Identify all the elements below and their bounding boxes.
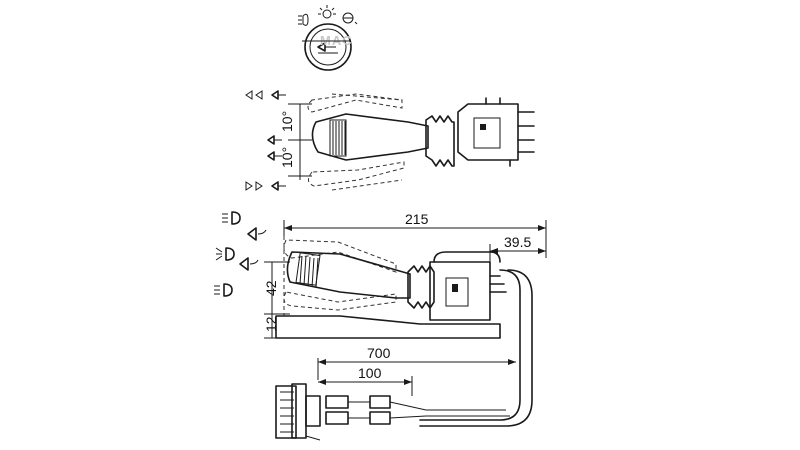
connector-plug [275,383,427,441]
horn-icon [271,90,286,100]
dim-connector-offset: 39.5 [504,234,531,250]
top-dial: MAC [298,5,358,71]
parking-light-icon [215,247,235,261]
dim-lever-height: 42 [263,280,279,296]
dial-horn-icon [317,42,338,54]
wiper-icon [342,12,358,25]
angle-lower-label: 10° [279,147,295,168]
horn-icon [247,227,267,241]
fog-light-icon [298,13,309,26]
turn-signal-right-icon [245,181,263,191]
fog-light-icon [214,283,233,297]
light-icon [318,5,336,19]
horn-icon [271,181,286,191]
turn-signal-left-icon [245,90,263,100]
horn-icon [267,135,282,145]
top-view-switch: 10° 10° [245,90,535,191]
headlight-icon [222,211,241,225]
dim-plug-length: 100 [358,365,382,381]
angle-upper-label: 10° [279,111,295,132]
dim-cable-length: 700 [367,345,391,361]
side-view-switch: 215 39.5 42 12 [214,211,547,441]
dim-overall-length: 215 [405,211,429,227]
dim-base-height: 12 [263,316,279,332]
horn-icon [239,257,259,271]
horn-icon [267,151,282,161]
